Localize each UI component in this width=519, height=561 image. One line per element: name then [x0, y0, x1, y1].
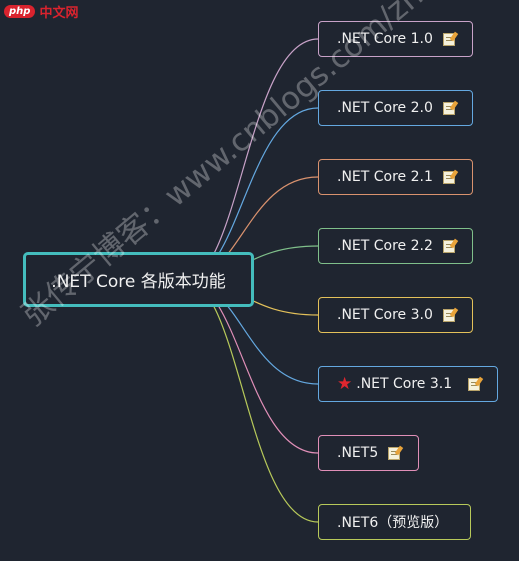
topic-net-core-2-0[interactable]: .NET Core 2.0 [318, 90, 473, 126]
topic-net5[interactable]: .NET5 [318, 435, 419, 471]
star-icon: ★ [337, 373, 353, 394]
note-icon[interactable] [442, 32, 455, 46]
logo-badge: php [4, 4, 36, 18]
topic-net-core-2-1[interactable]: .NET Core 2.1 [318, 159, 473, 195]
topic-label: .NET Core 2.2 [337, 238, 433, 254]
logo-text: 中文网 [39, 5, 79, 21]
root-topic-label: .NET Core 各版本功能 [51, 272, 226, 292]
site-logo[interactable]: php 中文网 [4, 2, 79, 21]
note-icon[interactable] [442, 170, 455, 184]
connector-net-core-1-0 [184, 38, 319, 281]
connector-net6 [184, 279, 319, 523]
note-icon[interactable] [468, 377, 481, 391]
topic-label: .NET Core 2.0 [337, 100, 433, 116]
note-icon[interactable] [442, 239, 455, 253]
topic-net-core-1-0[interactable]: .NET Core 1.0 [318, 21, 473, 57]
topic-label: .NET Core 2.1 [337, 169, 433, 185]
topic-label: .NET6（预览版） [337, 515, 449, 531]
topic-net-core-2-2[interactable]: .NET Core 2.2 [318, 228, 473, 264]
topic-label: .NET Core 1.0 [337, 31, 433, 47]
note-icon[interactable] [442, 308, 455, 322]
topic-net6[interactable]: .NET6（预览版） [318, 504, 471, 540]
note-icon[interactable] [442, 101, 455, 115]
topic-net-core-3-0[interactable]: .NET Core 3.0 [318, 297, 473, 333]
topic-net-core-3-1[interactable]: ★.NET Core 3.1 [318, 366, 498, 402]
note-icon[interactable] [388, 446, 401, 460]
topic-label: .NET5 [337, 445, 379, 461]
root-topic[interactable]: .NET Core 各版本功能 [23, 252, 254, 307]
topic-label: .NET Core 3.0 [337, 307, 433, 323]
topic-label: .NET Core 3.1 [356, 376, 453, 392]
